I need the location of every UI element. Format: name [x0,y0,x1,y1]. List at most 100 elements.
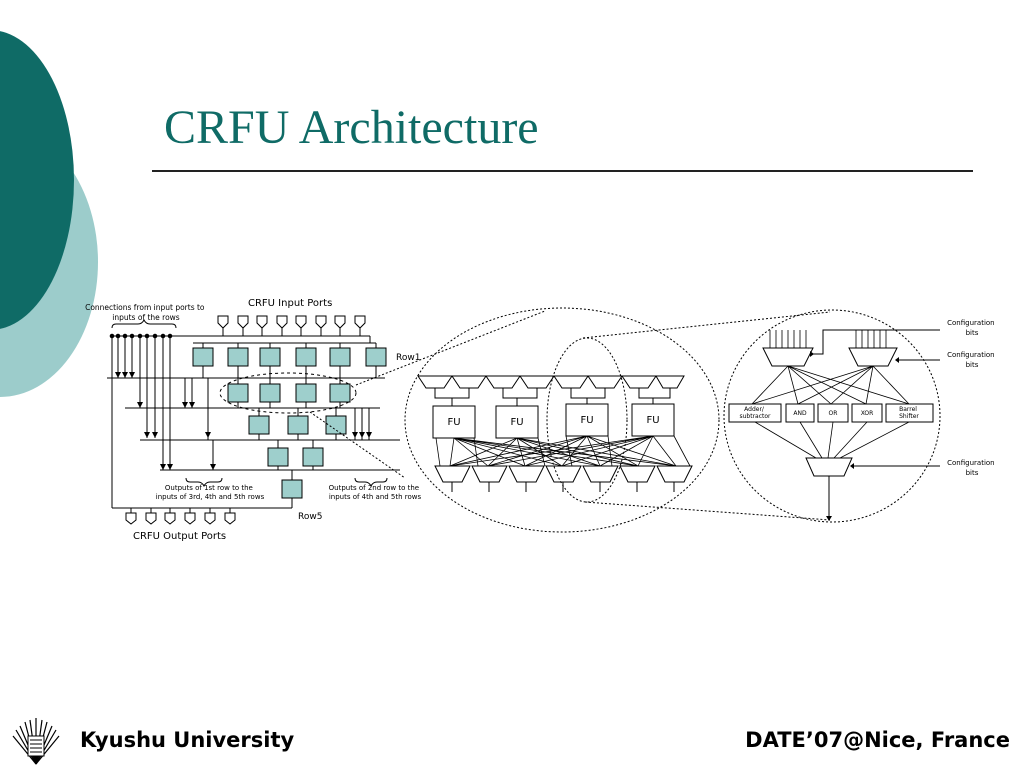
row-1-label: Row1 [396,353,420,363]
operation-fanout [751,365,910,405]
input-port [334,315,346,329]
fu-detail: Adder/ subtractor AND OR XOR Barrel Shif… [723,309,997,523]
row-3-cell [287,415,309,435]
row-2-cell [259,383,281,403]
dark-teal-circle [0,31,74,329]
output-mux [434,465,471,483]
output-port [204,512,216,525]
note-row-2-brace [354,477,388,488]
footer-institution: Kyushu University [80,728,295,752]
output-mux [545,465,582,483]
fu-label: FU [447,417,460,428]
output-mux [508,465,545,483]
operand-inputs [769,330,887,348]
slide-title: CRFU Architecture [164,101,539,154]
output-muxes [434,465,693,492]
operation-fanin [754,421,910,459]
result-mux [805,457,853,477]
fu-block [432,405,476,439]
row-2-cell [295,383,317,403]
input-port [276,315,288,329]
row-detail: FU FU FU FU [404,307,831,533]
input-mux [621,375,657,389]
output-bus [112,507,292,513]
note-row-1-line-2: inputs of 3rd, 4th and 5th rows [156,493,265,501]
input-port [256,315,268,329]
row-1-output-bus [107,366,385,379]
op-shifter-label-line-1: Barrel [899,406,917,413]
row-4 [212,440,324,470]
config-label-1-line-1: Configuration [947,319,994,327]
row-1: Row1 [192,342,420,367]
input-port [354,315,366,329]
connections-note-line-2: inputs of the rows [112,313,180,322]
row-4-cell [302,447,324,467]
note-row-2-line-2: inputs of 4th and 5th rows [329,493,422,501]
config-label-2: Configuration bits [947,351,997,369]
op-and-label: AND [793,410,807,417]
crossbar [435,435,691,467]
output-port [184,512,196,525]
row-5: Row5 [281,470,322,522]
output-port [224,512,236,525]
output-ports [125,512,236,525]
row-2 [184,378,351,408]
row-3-cell [248,415,270,435]
input-mux [553,375,589,389]
row-2-highlight [219,372,357,414]
zoom-guide-upper [355,310,546,386]
row-3-output-bus [140,434,400,441]
input-mux [587,375,623,389]
input-muxes [417,375,685,389]
config-label-1-line-2: bits [966,329,979,337]
input-port [237,315,249,329]
input-port [315,315,327,329]
row-1-cell [295,347,317,367]
row-5-label: Row5 [298,512,322,522]
input-port [295,315,307,329]
op-shifter-label-line-2: Shifter [899,413,919,420]
operand-mux-a [762,347,814,367]
input-mux [519,375,555,389]
row-1-cell [192,347,214,367]
row-2-cell [329,383,351,403]
zoom-guide-alu-lower [584,501,831,521]
op-adder-subtractor-label: Adder/ subtractor [739,406,771,420]
input-mux [655,375,685,389]
output-mux [582,465,619,483]
op-barrel-shifter-label: Barrel Shifter [899,406,919,420]
row-2-cell [227,383,249,403]
output-mux [619,465,656,483]
output-port [125,512,137,525]
fu-label: FU [580,415,593,426]
config-label-2-line-2: bits [966,361,979,369]
op-adder-label-line-2: subtractor [739,413,771,420]
connections-note-line-1: Connections from input ports to [85,303,205,312]
operation-units [728,403,934,423]
fu-label: FU [646,415,659,426]
input-mux [451,375,487,389]
note-row-2-line-1: Outputs of 2nd row to the [329,484,419,492]
distribution-arrows [115,372,372,470]
op-barrel-shifter [885,403,934,423]
op-xor-label: XOR [861,410,874,417]
op-adder-label-line-1: Adder/ [744,406,765,413]
fu-label: FU [510,417,523,428]
row-1-cell [227,347,249,367]
kyushu-university-emblem-icon [12,718,60,765]
input-ports [217,315,366,329]
row-2-output-bus [125,402,380,409]
connections-brace [111,318,177,329]
config-label-3: Configuration bits [947,459,997,477]
fu-block [565,403,609,437]
row-4-output-bus [160,466,400,471]
config-label-3-line-1: Configuration [947,459,994,467]
fu-highlight-ellipse [546,337,628,503]
input-distribution [109,333,173,508]
note-row-1-brace [185,477,223,488]
row-1-cell [365,347,387,367]
config-label-3-line-2: bits [966,469,979,477]
input-bus [112,328,371,343]
